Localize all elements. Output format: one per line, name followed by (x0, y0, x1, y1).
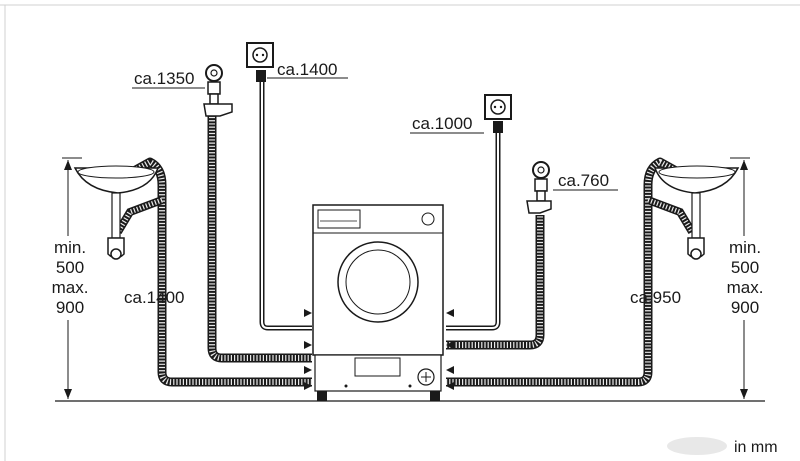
sink-right-icon (653, 165, 740, 260)
power-cable-right (446, 130, 501, 331)
detergent-drawer (317, 209, 361, 229)
height-left-line-3: max. (52, 278, 89, 297)
arrows-left (304, 309, 312, 390)
arrows-right (446, 309, 454, 390)
program-knob (421, 212, 435, 226)
drain-hose-right (446, 157, 696, 387)
label-power-left: ca.1400 (277, 60, 338, 79)
height-left-line-2: 500 (56, 258, 84, 277)
water-hose-left (207, 115, 312, 363)
leader-lines (132, 77, 618, 191)
height-right-line-1: min. (729, 238, 761, 257)
label-drain-left: ca.1400 (124, 288, 185, 307)
label-height-right: min. 500 max. 900 (722, 236, 766, 320)
height-left-line-4: 900 (56, 298, 84, 317)
sink-left-icon (73, 165, 160, 260)
water-hose-right (446, 215, 545, 350)
washing-machine (312, 204, 444, 401)
water-tap-right-icon (526, 161, 552, 214)
units-caption: in mm (734, 439, 778, 456)
power-socket-right-icon (484, 94, 512, 133)
height-left-line-1: min. (54, 238, 86, 257)
door-glass (345, 249, 411, 315)
label-power-right: ca.1000 (412, 114, 473, 133)
drain-hose-left (114, 157, 312, 387)
power-socket-left-icon (246, 42, 274, 82)
label-water-tap-left: ca.1350 (134, 69, 195, 88)
height-right-line-3: max. (727, 278, 764, 297)
power-cable-left (259, 82, 312, 331)
label-height-left: min. 500 max. 900 (48, 236, 90, 320)
height-right-line-2: 500 (731, 258, 759, 277)
foot-left (317, 391, 327, 401)
units-blur-patch (667, 437, 727, 455)
label-drain-right: ca.950 (630, 288, 681, 307)
label-water-tap-right: ca.760 (558, 171, 609, 190)
height-right-line-4: 900 (731, 298, 759, 317)
foot-right (430, 391, 440, 401)
water-tap-left-icon (203, 64, 233, 117)
